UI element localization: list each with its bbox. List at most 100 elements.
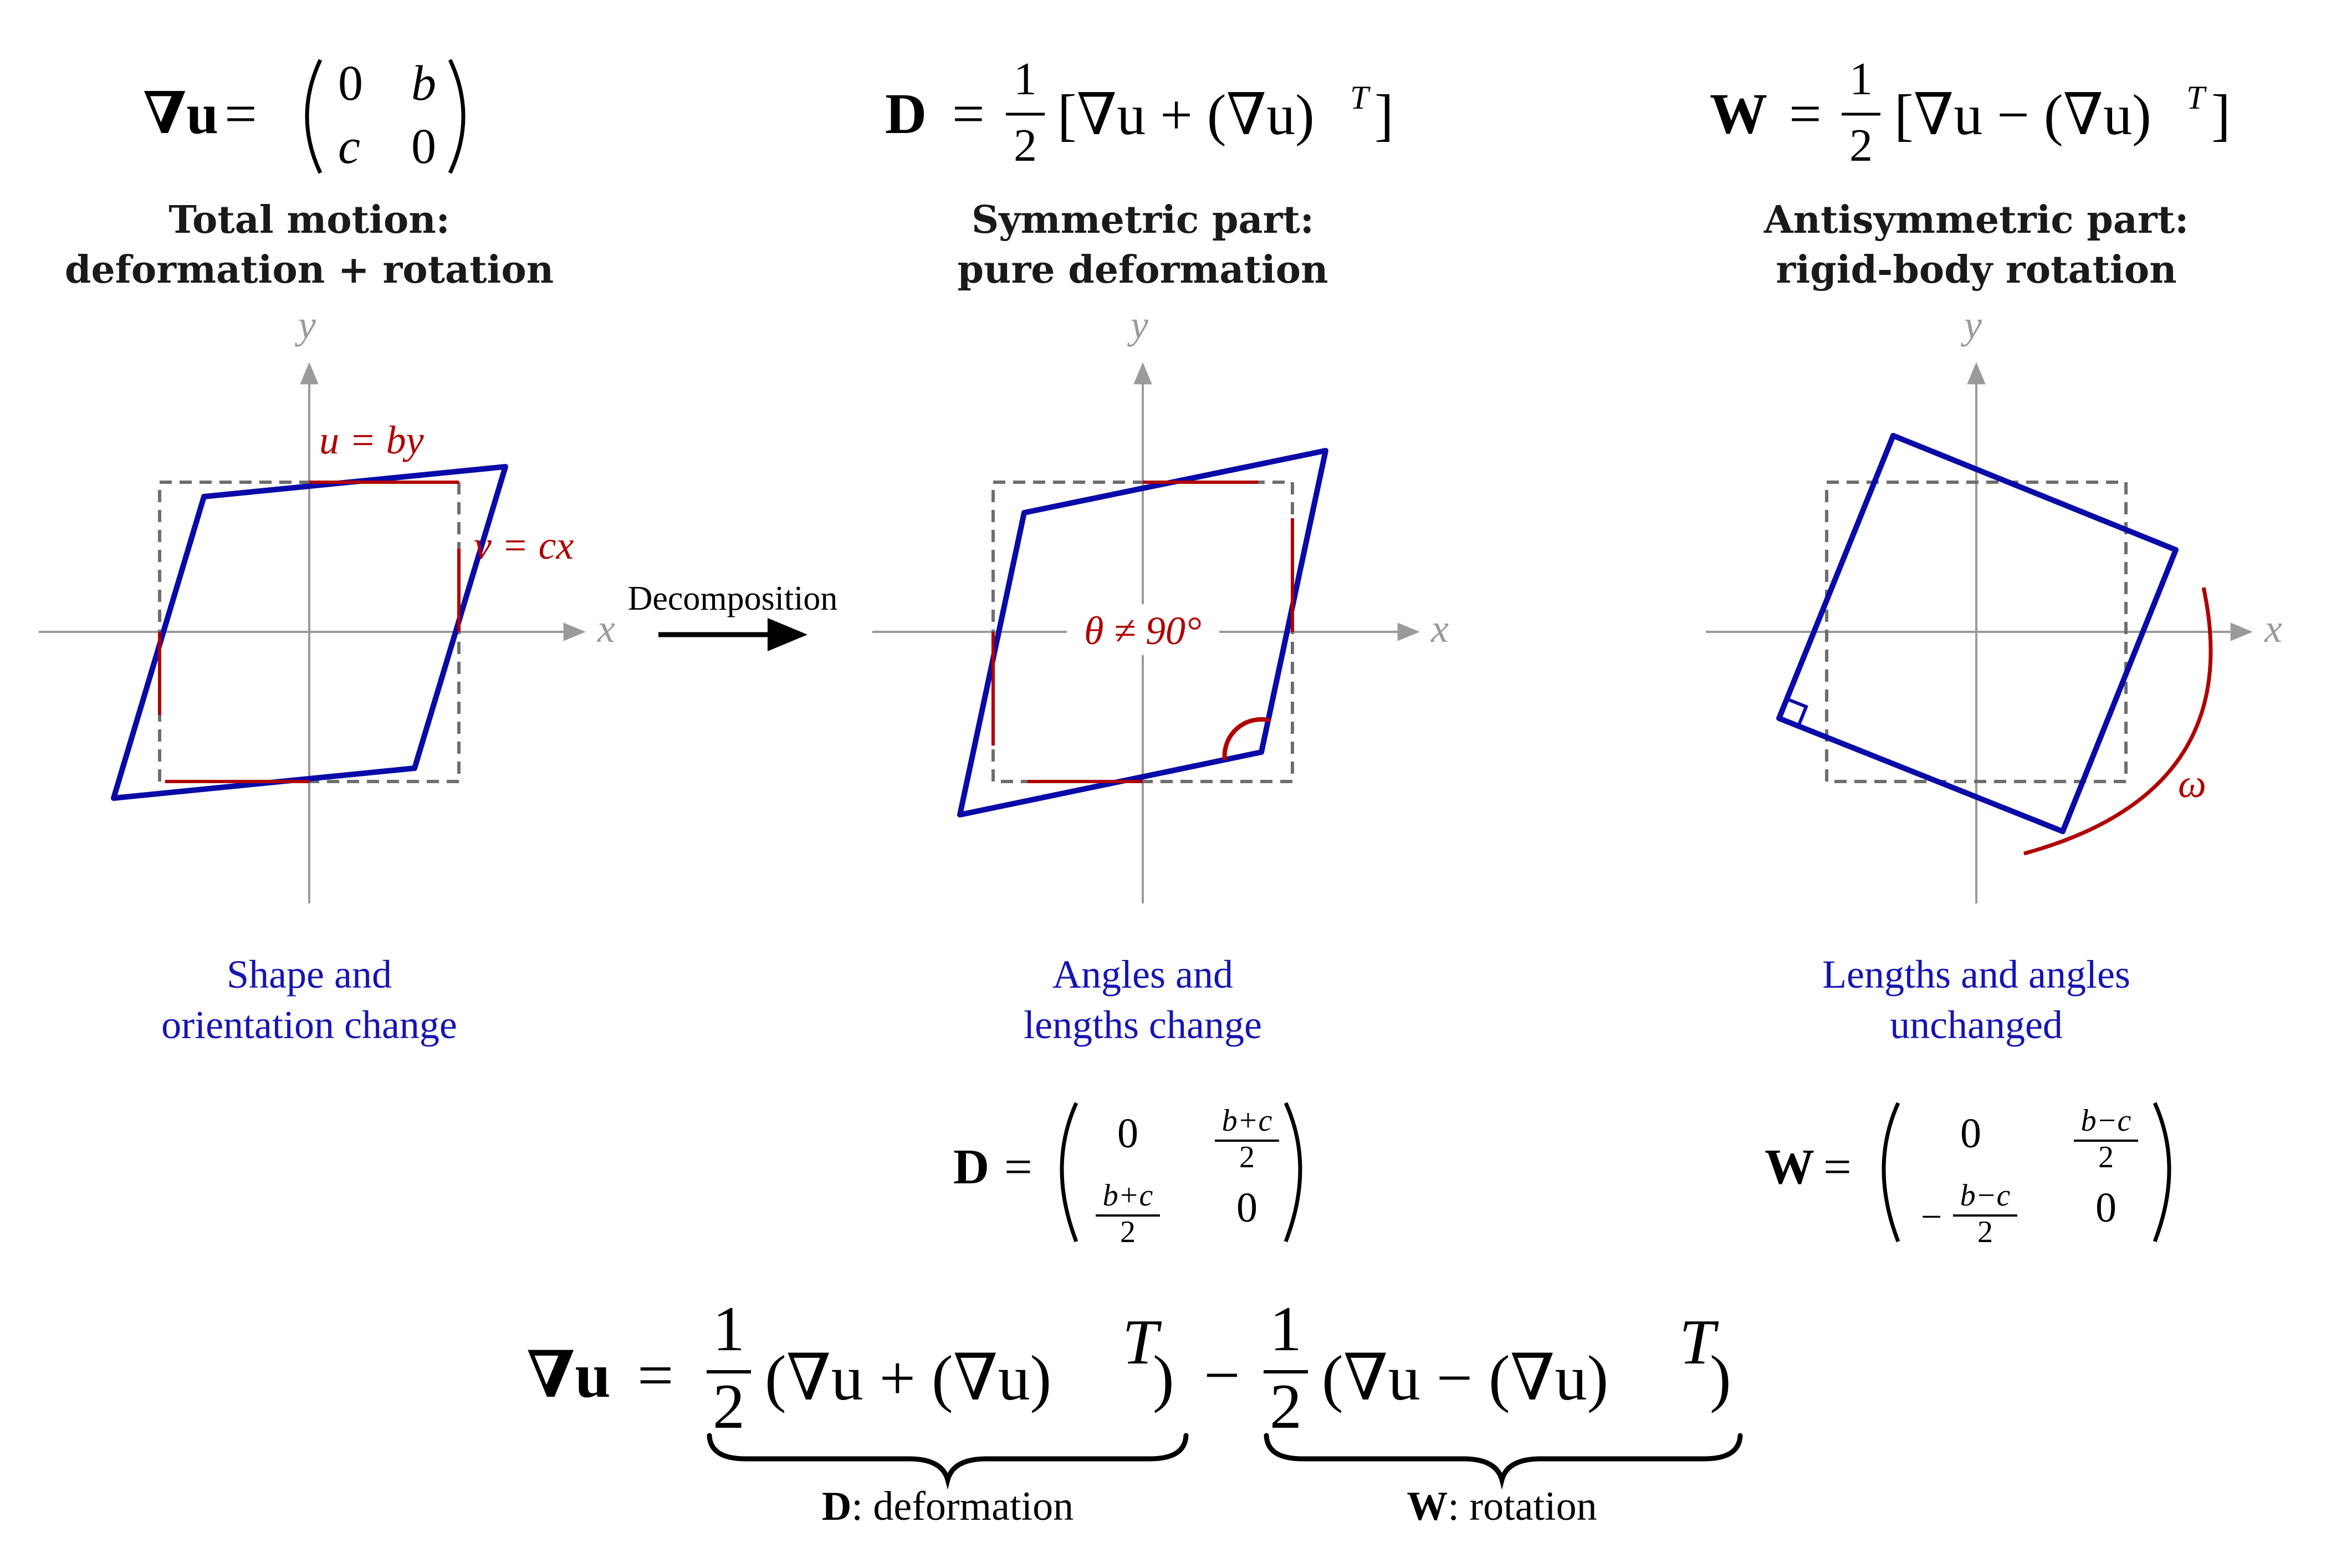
- formula-lhs: D: [885, 82, 927, 146]
- panel-heading-line2: rigid-body rotation: [1776, 248, 2176, 292]
- brace-label-deformation-text: : deformation: [851, 1484, 1074, 1529]
- transpose-superscript: T: [2186, 79, 2207, 116]
- matrix-entry-21-denominator: 2: [1120, 1215, 1136, 1249]
- matrix-entry-21-denominator: 2: [1977, 1215, 1993, 1249]
- matrix-entry-22: 0: [2095, 1184, 2117, 1231]
- formula-rhs: [∇u + (∇u): [1057, 83, 1315, 147]
- y-axis-label: y: [294, 303, 316, 347]
- equation-term2: (∇u − (∇u): [1322, 1343, 1608, 1414]
- fraction2-numerator: 1: [1270, 1294, 1302, 1365]
- fraction1-numerator: 1: [713, 1294, 745, 1365]
- equation-lhs: ∇u: [526, 1340, 611, 1411]
- brace-label-rotation-symbol: W: [1407, 1484, 1448, 1529]
- fraction2-denominator: 2: [1270, 1371, 1302, 1442]
- matrix-entry-12: b: [411, 56, 436, 111]
- decomposition-label: Decomposition: [628, 580, 838, 617]
- right-angle-marker: [1786, 697, 1808, 727]
- x-axis-label: x: [597, 606, 615, 651]
- brace-label-rotation: W: rotation: [1407, 1484, 1597, 1529]
- panel-heading-line1: Symmetric part:: [972, 198, 1314, 242]
- label-u-equals-by: u = by: [319, 418, 424, 462]
- left-paren: [1060, 1102, 1078, 1243]
- matrix-entry-22: 0: [411, 119, 436, 174]
- x-axis-label: x: [1430, 606, 1449, 651]
- matrix-W: W = 0 b−c 2 − b−c 2 0: [1765, 1102, 2171, 1249]
- matrix-entry-11: 0: [338, 56, 363, 111]
- angle-marker: [1222, 717, 1271, 760]
- decomposition-arrow: Decomposition: [628, 580, 838, 651]
- panel-heading-line2: pure deformation: [957, 248, 1328, 292]
- y-axis-label: y: [1127, 303, 1148, 347]
- transpose-superscript: T: [1350, 79, 1371, 116]
- formula-D: D = 1 2 [∇u + (∇u) T ]: [885, 53, 1394, 171]
- equals-sign: =: [1004, 1140, 1032, 1194]
- angle-label: θ ≠ 90°: [1084, 609, 1202, 653]
- panel-heading-line2: deformation + rotation: [65, 248, 554, 292]
- matrix-entry-11: 0: [1117, 1110, 1138, 1157]
- underbrace-rotation: [1264, 1433, 1743, 1490]
- formula-rhs: [∇u − (∇u): [1894, 83, 2151, 147]
- formula-lhs: W: [1710, 82, 1767, 146]
- equation-term1: (∇u + (∇u): [765, 1343, 1051, 1414]
- label-v-equals-cx: v = cx: [474, 523, 574, 568]
- x-axis-label: x: [2264, 606, 2282, 651]
- fraction1-denominator: 2: [713, 1371, 745, 1442]
- panel-heading-line1: Antisymmetric part:: [1763, 198, 2189, 242]
- caption-line2: lengths change: [1024, 1003, 1262, 1047]
- panel-total-motion: ∇u = 0 b c 0 Total motion: deformation +…: [39, 56, 615, 1047]
- matrix-entry-22: 0: [1236, 1184, 1257, 1231]
- equals-sign: =: [224, 82, 257, 146]
- matrix-lhs: D: [953, 1140, 989, 1194]
- formula-W: W = 1 2 [∇u − (∇u) T ]: [1710, 53, 2231, 171]
- angle-label-background: [1067, 604, 1219, 655]
- caption-line1: Angles and: [1052, 952, 1233, 997]
- term1-closing-paren: ): [1153, 1343, 1174, 1414]
- matrix-entry-21-sign: −: [1921, 1196, 1942, 1238]
- matrix-entry-21-numerator: b−c: [1960, 1178, 2011, 1213]
- fraction-numerator: 1: [1849, 53, 1873, 105]
- fraction-denominator: 2: [1849, 120, 1873, 171]
- equals-sign: =: [1823, 1140, 1852, 1194]
- fraction-denominator: 2: [1014, 120, 1037, 171]
- matrix-lhs: W: [1765, 1140, 1814, 1194]
- caption-line2: unchanged: [1890, 1003, 2063, 1047]
- rotation-arrow: [2023, 587, 2213, 856]
- equals-sign: =: [952, 82, 985, 146]
- caption-line1: Lengths and angles: [1822, 952, 2130, 997]
- brace-label-rotation-text: : rotation: [1448, 1484, 1597, 1529]
- matrix-entry-21-numerator: b+c: [1103, 1178, 1153, 1213]
- left-paren: [1882, 1102, 1900, 1243]
- right-paren: [1284, 1102, 1302, 1243]
- panel-antisymmetric-part: W = 1 2 [∇u − (∇u) T ] Antisymmetric par…: [1706, 53, 2282, 1249]
- caption-line2: orientation change: [161, 1003, 457, 1047]
- fraction-numerator: 1: [1014, 53, 1037, 105]
- formula-lhs: ∇u: [143, 82, 218, 146]
- deformed-parallelogram: [111, 464, 508, 801]
- reference-square: [1825, 481, 2128, 783]
- left-paren: [305, 59, 323, 174]
- formula-grad-u: ∇u = 0 b c 0: [143, 56, 466, 174]
- omega-label: ω: [2178, 762, 2206, 806]
- matrix-entry-21: c: [338, 119, 360, 174]
- minus-sign: −: [1204, 1340, 1240, 1411]
- matrix-entry-12-numerator: b−c: [2081, 1104, 2131, 1138]
- equals-sign: =: [1789, 82, 1822, 146]
- brace-label-deformation: D: deformation: [822, 1484, 1074, 1529]
- right-paren: [448, 59, 466, 174]
- rotated-square: [1776, 433, 2179, 834]
- caption-line1: Shape and: [227, 952, 392, 997]
- panel-heading-line1: Total motion:: [168, 198, 450, 242]
- term2-superscript: T: [1679, 1307, 1719, 1378]
- deformed-parallelogram: [957, 448, 1328, 818]
- closing-bracket: ]: [2211, 83, 2231, 147]
- underbrace-deformation: [707, 1433, 1189, 1490]
- term2-closing-paren: ): [1710, 1343, 1731, 1414]
- matrix-D: D = 0 b+c 2 b+c 2 0: [953, 1102, 1302, 1249]
- matrix-entry-12-denominator: 2: [2098, 1140, 2114, 1174]
- right-paren: [2153, 1102, 2171, 1243]
- matrix-entry-11: 0: [1960, 1110, 1981, 1157]
- closing-bracket: ]: [1374, 83, 1394, 147]
- matrix-entry-12-numerator: b+c: [1222, 1104, 1272, 1138]
- term1-superscript: T: [1122, 1307, 1162, 1378]
